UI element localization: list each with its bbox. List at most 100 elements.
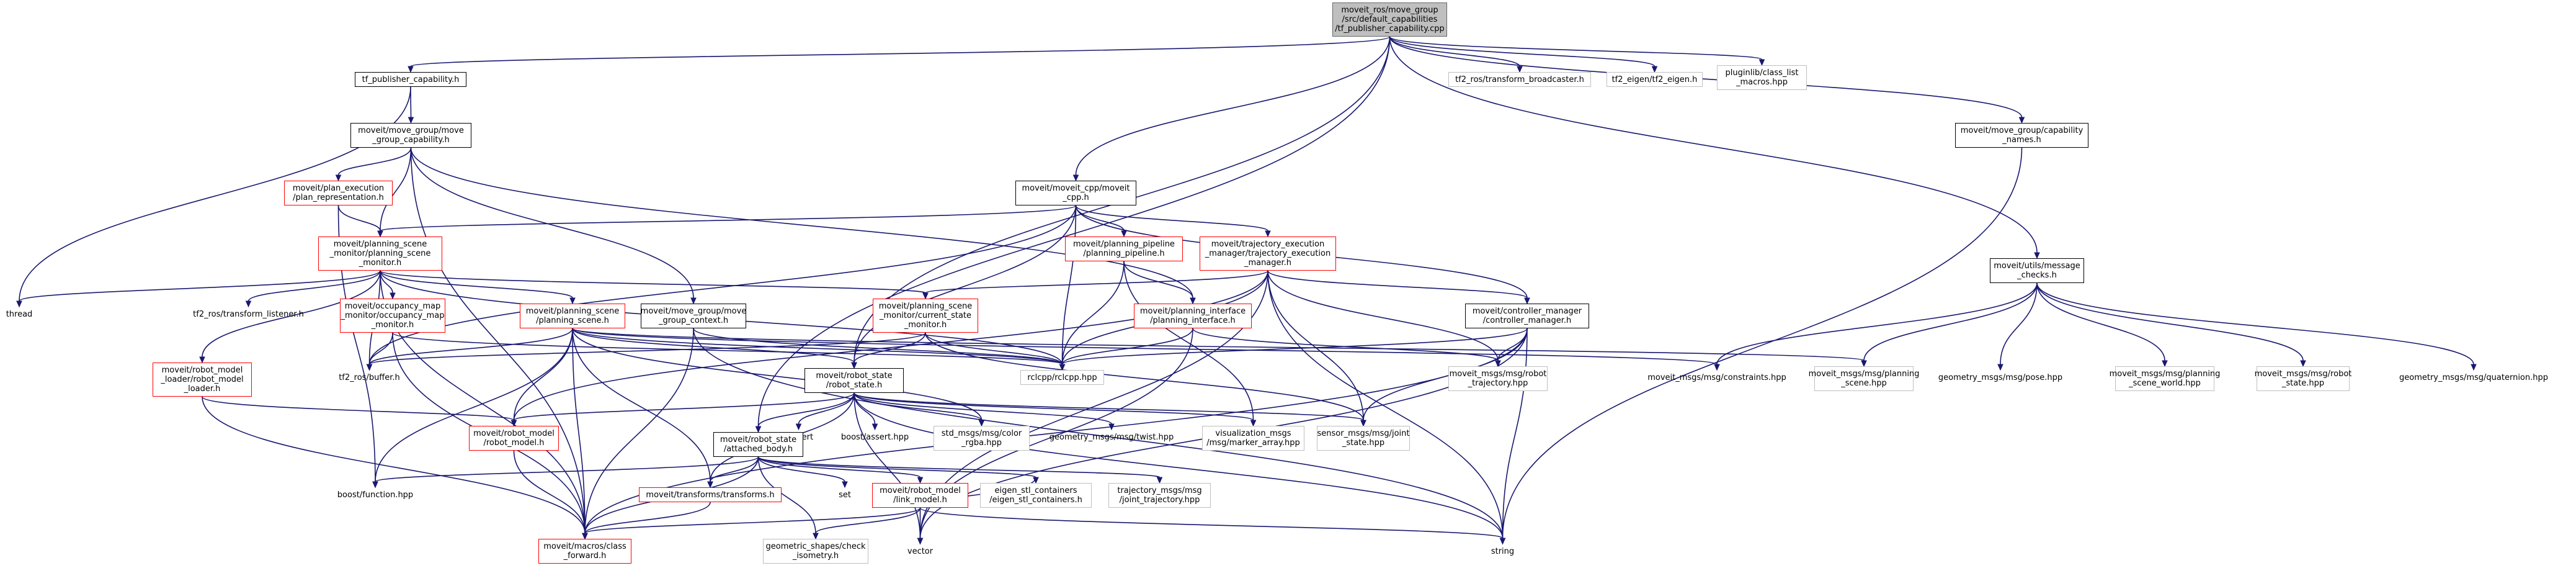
edge-arrowhead <box>1121 230 1127 238</box>
graph-node-transforms[interactable]: moveit/transforms/transforms.h <box>639 487 782 502</box>
graph-node-quat[interactable]: geometry_msgs/msg/quaternion.hpp <box>2399 372 2548 382</box>
edge-ps-to-boostfunc <box>375 328 573 482</box>
graph-node-color[interactable]: std_msgs/msg/color _rgba.hpp <box>934 426 1030 451</box>
graph-node-mgcontext[interactable]: moveit/move_group/move _group_context.h <box>641 304 746 328</box>
graph-node-constraints[interactable]: moveit_msgs/msg/constraints.hpp <box>1647 372 1786 382</box>
graph-node-vector[interactable]: vector <box>907 546 934 556</box>
graph-node-thread[interactable]: thread <box>6 309 33 319</box>
edge-arrowhead <box>1072 174 1079 182</box>
graph-node-pluginlib[interactable]: pluginlib/class_list _macros.hpp <box>1717 65 1807 90</box>
graph-node-eigenstl[interactable]: eigen_stl_containers /eigen_stl_containe… <box>980 483 1092 508</box>
graph-node-tfbroad[interactable]: tf2_ros/transform_broadcaster.h <box>1448 72 1591 87</box>
edge-psm-to-tflistener <box>247 270 381 302</box>
edge-root-to-msgchecks <box>1389 36 2038 253</box>
graph-node-pose[interactable]: geometry_msgs/msg/pose.hpp <box>1938 372 2063 382</box>
graph-node-jointstate[interactable]: sensor_msgs/msg/joint _state.hpp <box>1317 426 1410 451</box>
edge-arrowhead <box>1651 66 1658 73</box>
graph-node-occ[interactable]: moveit/occupancy_map _monitor/occupancy_… <box>340 299 445 333</box>
graph-node-rclcpp[interactable]: rclcpp/rclcpp.hpp <box>1020 370 1104 385</box>
graph-node-string[interactable]: string <box>1491 546 1515 556</box>
edge-linkmodel-to-geomshapes <box>815 507 921 534</box>
edge-rmloader-to-rm <box>202 396 515 421</box>
edge-tem-to-rm <box>513 270 1268 421</box>
edge-occ-to-rclcpp <box>392 332 1063 365</box>
graph-node-cm[interactable]: moveit/controller_manager /controller_ma… <box>1465 304 1589 328</box>
edge-mcpp-to-pplan <box>1075 205 1125 232</box>
edge-mcpp-to-tem <box>1075 205 1268 232</box>
edge-attached-to-boostfunc <box>375 456 759 482</box>
graph-node-pplan[interactable]: moveit/planning_pipeline /planning_pipel… <box>1065 237 1183 261</box>
graph-node-capnames[interactable]: moveit/move_group/capability _names.h <box>1955 123 2088 148</box>
graph-node-jtraj[interactable]: trajectory_msgs/msg /joint_trajectory.hp… <box>1108 483 1211 508</box>
graph-node-linkmodel[interactable]: moveit/robot_model /link_model.h <box>872 483 968 508</box>
edge-psm-to-ps <box>380 270 573 299</box>
graph-node-classfwd[interactable]: moveit/macros/class _forward.h <box>538 539 631 564</box>
graph-node-tfbuffer[interactable]: tf2_ros/buffer.h <box>339 372 400 382</box>
edge-arrowhead <box>390 292 396 300</box>
edge-arrowhead <box>1524 297 1530 305</box>
edge-attached-to-set <box>757 456 845 482</box>
edge-transforms-to-classfwd <box>584 502 711 534</box>
edge-arrowhead <box>1360 420 1366 427</box>
edge-linkmodel-to-classfwd <box>584 507 921 534</box>
graph-node-boostfunc[interactable]: boost/function.hpp <box>337 490 414 500</box>
graph-node-attached[interactable]: moveit/robot_state /attached_body.h <box>713 432 803 457</box>
edge-rmloader-to-classfwd <box>202 396 586 534</box>
graph-node-geomshapes[interactable]: geometric_shapes/check _isometry.h <box>763 539 868 564</box>
edge-root-to-pluginlib <box>1389 36 1763 60</box>
graph-node-rs[interactable]: moveit/robot_state /robot_state.h <box>804 368 904 393</box>
edge-arrowhead <box>366 364 373 371</box>
edge-arrowhead <box>1059 364 1066 371</box>
edge-piface-to-robottraj <box>1192 328 1499 361</box>
edge-arrowhead <box>851 362 857 369</box>
edge-arrowhead <box>377 230 383 238</box>
graph-node-piface[interactable]: moveit/planning_interface /planning_inte… <box>1134 304 1252 328</box>
edge-psm-to-thread <box>19 270 381 302</box>
edge-arrowhead <box>1758 59 1765 66</box>
edge-arrowhead <box>1033 477 1039 484</box>
graph-node-rm[interactable]: moveit/robot_model /robot_model.h <box>469 426 559 451</box>
edge-mgcontext-to-rclcpp <box>693 328 1063 365</box>
graph-node-csm[interactable]: moveit/planning_scene _monitor/current_s… <box>873 299 978 333</box>
graph-node-mcpp[interactable]: moveit/moveit_cpp/moveit _cpp.h <box>1015 181 1136 205</box>
graph-node-rmloader[interactable]: moveit/robot_model _loader/robot_model _… <box>153 363 252 397</box>
graph-node-boostassert[interactable]: boost/assert.hpp <box>840 432 909 442</box>
graph-node-tfpub[interactable]: tf_publisher_capability.h <box>355 72 466 87</box>
edge-arrowhead <box>510 420 517 427</box>
graph-node-tem[interactable]: moveit/trajectory_execution _manager/tra… <box>1200 237 1336 271</box>
edge-mgcap-to-classfwd <box>410 147 586 534</box>
edge-cm-to-string <box>1502 328 1528 539</box>
edge-mgcap-to-planexec <box>337 147 412 176</box>
graph-node-planexec[interactable]: moveit/plan_execution /plan_representati… <box>284 181 393 205</box>
graph-node-psmsg[interactable]: moveit_msgs/msg/planning _scene.hpp <box>1809 366 1919 391</box>
edge-capnames-to-string <box>1502 147 2023 539</box>
edge-arrowhead <box>795 423 802 431</box>
edge-occ-to-tfbuffer <box>368 332 393 365</box>
edge-arrowhead <box>1861 360 1867 367</box>
graph-node-tfeigen[interactable]: tf2_eigen/tf2_eigen.h <box>1607 72 1703 87</box>
graph-node-robotstate[interactable]: moveit_msgs/msg/robot _state.hpp <box>2255 366 2351 391</box>
graph-node-twist[interactable]: geometry_msgs/msg/twist.hpp <box>1049 432 1174 442</box>
edge-piface-to-rclcpp <box>1061 328 1193 365</box>
graph-node-set[interactable]: set <box>839 490 851 500</box>
edge-arrowhead <box>372 481 378 489</box>
graph-node-tflistener[interactable]: tf2_ros/transform_listener.h <box>193 309 304 319</box>
graph-node-ps[interactable]: moveit/planning_scene /planning_scene.h <box>520 304 625 328</box>
edge-ps-to-psmsg <box>572 328 1865 361</box>
graph-node-psm[interactable]: moveit/planning_scene _monitor/planning_… <box>318 237 442 271</box>
graph-node-root[interactable]: moveit_ros/move_group /src/default_capab… <box>1332 2 1447 37</box>
graph-node-mgcap[interactable]: moveit/move_group/move _group_capability… <box>350 123 471 148</box>
graph-node-robottraj[interactable]: moveit_msgs/msg/robot _trajectory.hpp <box>1448 366 1548 391</box>
edge-tem-to-string <box>1267 270 1504 539</box>
graph-node-marker[interactable]: visualization_msgs /msg/marker_array.hpp <box>1202 426 1304 451</box>
edge-attached-to-transforms <box>710 456 759 482</box>
graph-node-msgchecks[interactable]: moveit/utils/message _checks.h <box>1990 258 2084 283</box>
graph-node-psworld[interactable]: moveit_msgs/msg/planning _scene_world.hp… <box>2110 366 2220 391</box>
edge-arrowhead <box>690 297 697 305</box>
edge-attached-to-geomshapes <box>757 456 816 534</box>
edge-arrowhead <box>408 117 414 124</box>
edge-arrowhead <box>1265 230 1271 238</box>
edge-attached-to-jtraj <box>757 456 1161 478</box>
